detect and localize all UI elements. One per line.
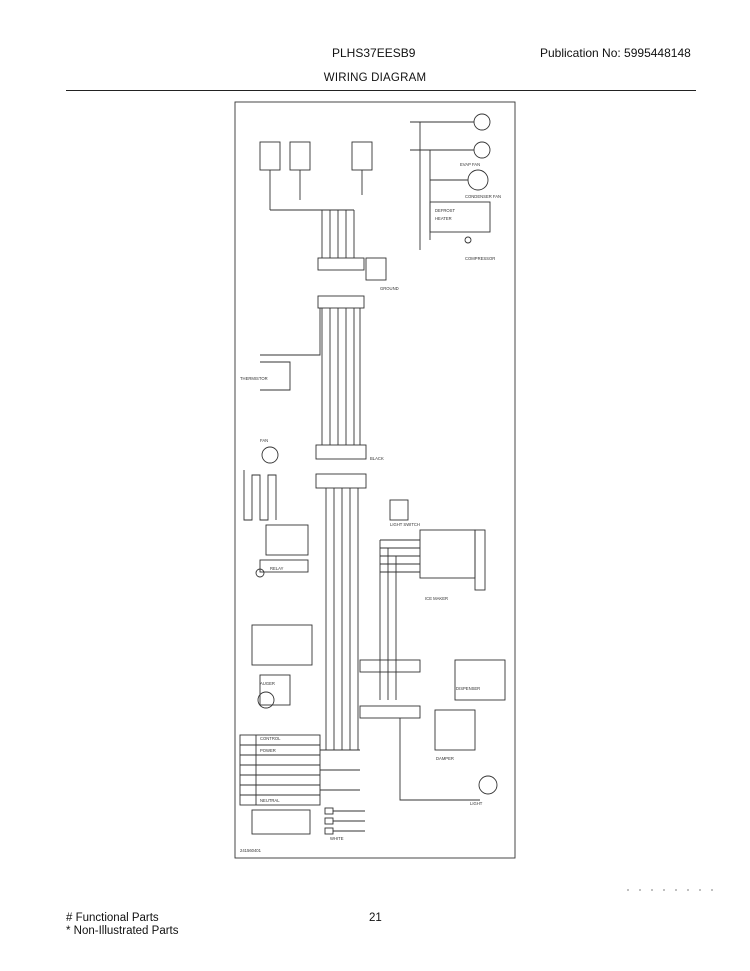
connector-block-1 (317, 257, 365, 271)
auger-motor (257, 691, 275, 709)
right-connector-vertical (474, 529, 486, 591)
label-white: WHITE (330, 836, 344, 841)
connector-block-5 (359, 659, 421, 673)
heater-zigzag (243, 470, 277, 521)
color-key-2 (324, 817, 334, 825)
main-control-table (239, 734, 321, 806)
left-control-box (265, 524, 309, 556)
light-switch (389, 499, 409, 521)
label-light: LIGHT (470, 801, 483, 806)
wiring-diagram: BLACK NEUTRAL POWER DISPENSER LIGHT LIGH… (234, 101, 516, 859)
label-thermistor: THERMISTOR (240, 376, 268, 381)
top-connector-2 (289, 141, 311, 171)
color-key-1 (324, 807, 334, 815)
model-number: PLHS37EESB9 (332, 46, 416, 60)
evap-fan-motor (467, 169, 489, 191)
auger-motor-box (259, 674, 291, 706)
label-ground: GROUND (380, 286, 399, 291)
connector-block-2 (317, 295, 365, 309)
title-divider (66, 90, 696, 91)
label-dispenser: DISPENSER (456, 686, 480, 691)
legend-non-illustrated-parts: * Non-Illustrated Parts (66, 925, 179, 937)
label-black: BLACK (370, 456, 384, 461)
right-terminal-block (419, 529, 476, 579)
publication-number: Publication No: 5995448148 (540, 46, 691, 60)
label-relay: RELAY (270, 566, 284, 571)
label-diagram-code: 241560401 (240, 848, 262, 853)
top-light-1 (473, 113, 491, 131)
color-key-3 (324, 827, 334, 835)
dispenser-relay (454, 659, 506, 701)
bottom-legend-table (251, 809, 311, 835)
label-damper: DAMPER (436, 756, 454, 761)
dotted-mark (622, 889, 722, 891)
top-connector-1 (259, 141, 281, 171)
top-connector-3 (351, 141, 373, 171)
legend-functional-parts: # Functional Parts (66, 912, 159, 924)
left-terminal-block (251, 624, 313, 666)
connector-block-3 (315, 444, 367, 460)
label-heater: HEATER (435, 216, 452, 221)
diagram-frame (234, 101, 516, 859)
connector-block-4 (315, 473, 367, 489)
ground-symbol-left (255, 568, 265, 578)
label-light-switch: LIGHT SWITCH (390, 522, 420, 527)
left-relay (259, 559, 309, 573)
label-condenser-fan: CONDENSER FAN (465, 194, 501, 199)
page-number: 21 (369, 912, 382, 924)
damper-assembly (434, 709, 476, 751)
top-light-2 (473, 141, 491, 159)
label-ice-maker: ICE MAKER (425, 596, 448, 601)
label-evap-fan: EVAP FAN (460, 162, 480, 167)
connector-block-6 (359, 705, 421, 719)
label-control: CONTROL (260, 736, 281, 741)
label-defrost: DEFROST (435, 208, 455, 213)
label-fan: FAN (260, 438, 268, 443)
label-neutral: NEUTRAL (260, 798, 280, 803)
label-compressor: COMPRESSOR (465, 256, 495, 261)
fan-motor-left (261, 446, 279, 464)
label-auger: AUGER (260, 681, 275, 686)
page-title: WIRING DIAGRAM (323, 72, 427, 84)
label-power: POWER (260, 748, 276, 753)
ground-symbol-top (464, 236, 472, 244)
relay-box-top (365, 257, 387, 281)
light-bottom-right (478, 775, 498, 795)
